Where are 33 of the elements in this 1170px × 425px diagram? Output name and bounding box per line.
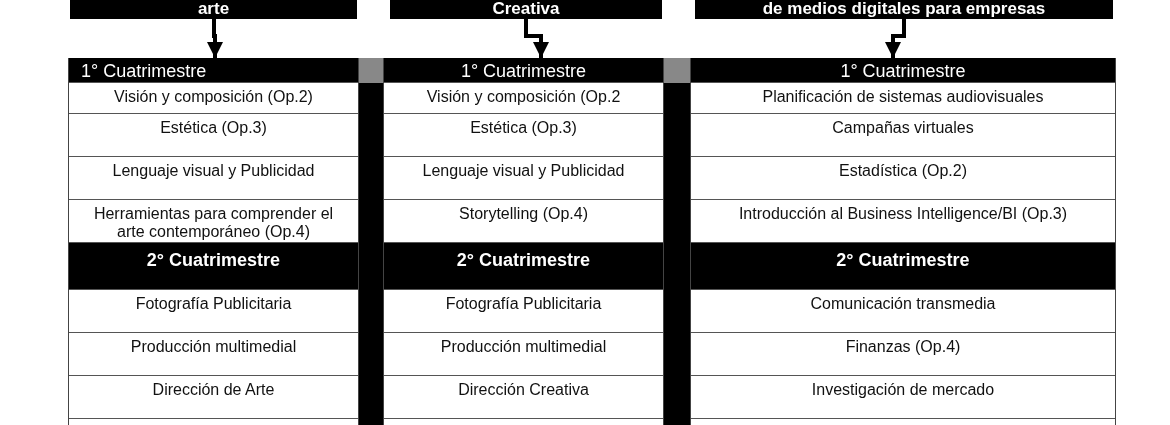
program-title-box: arte (70, 0, 357, 19)
course-name: Comunicación transmedia (691, 290, 1115, 333)
semester-header: 2° Cuatrimestre (691, 243, 1115, 290)
course-name: Producción multimedial (69, 333, 358, 376)
semester-header: 2° Cuatrimestre (69, 243, 358, 290)
course-name: Investigación de mercado (691, 376, 1115, 419)
semester-header: 1° Cuatrimestre (69, 58, 358, 83)
course-name: Lenguaje visual y Publicidad (384, 157, 663, 200)
course-name: Estética (Op.3) (69, 114, 358, 157)
course-name: Producción multimedial (384, 333, 663, 376)
course-name: Estética (Op.3) (384, 114, 663, 157)
course-table-column (690, 58, 1116, 425)
course-name: Fotografía Publicitaria (384, 290, 663, 333)
course-name: Dirección de Arte (69, 376, 358, 419)
arrow (524, 19, 549, 58)
course-name: Campañas virtuales (691, 114, 1115, 157)
course-name: Lenguaje visual y Publicidad (69, 157, 358, 200)
course-table-column (383, 58, 664, 425)
course-name: Finanzas (Op.4) (691, 333, 1115, 376)
course-table-column (68, 58, 359, 425)
semester-header: 2° Cuatrimestre (384, 243, 663, 290)
semester-header: 1° Cuatrimestre (691, 58, 1115, 83)
course-name: Dirección Creativa (384, 376, 663, 419)
arrow (885, 19, 906, 58)
program-title-box: Creativa (390, 0, 662, 19)
course-name: Fotografía Publicitaria (69, 290, 358, 333)
course-name: Planificación de sistemas audiovisuales (691, 83, 1115, 114)
course-name: Visión y composición (Op.2) (69, 83, 358, 114)
course-name: Estadística (Op.2) (691, 157, 1115, 200)
program-title-box: de medios digitales para empresas (695, 0, 1113, 19)
arrow (207, 19, 223, 58)
course-name: Visión y composición (Op.2 (384, 83, 663, 114)
semester-header: 1° Cuatrimestre (384, 58, 663, 83)
